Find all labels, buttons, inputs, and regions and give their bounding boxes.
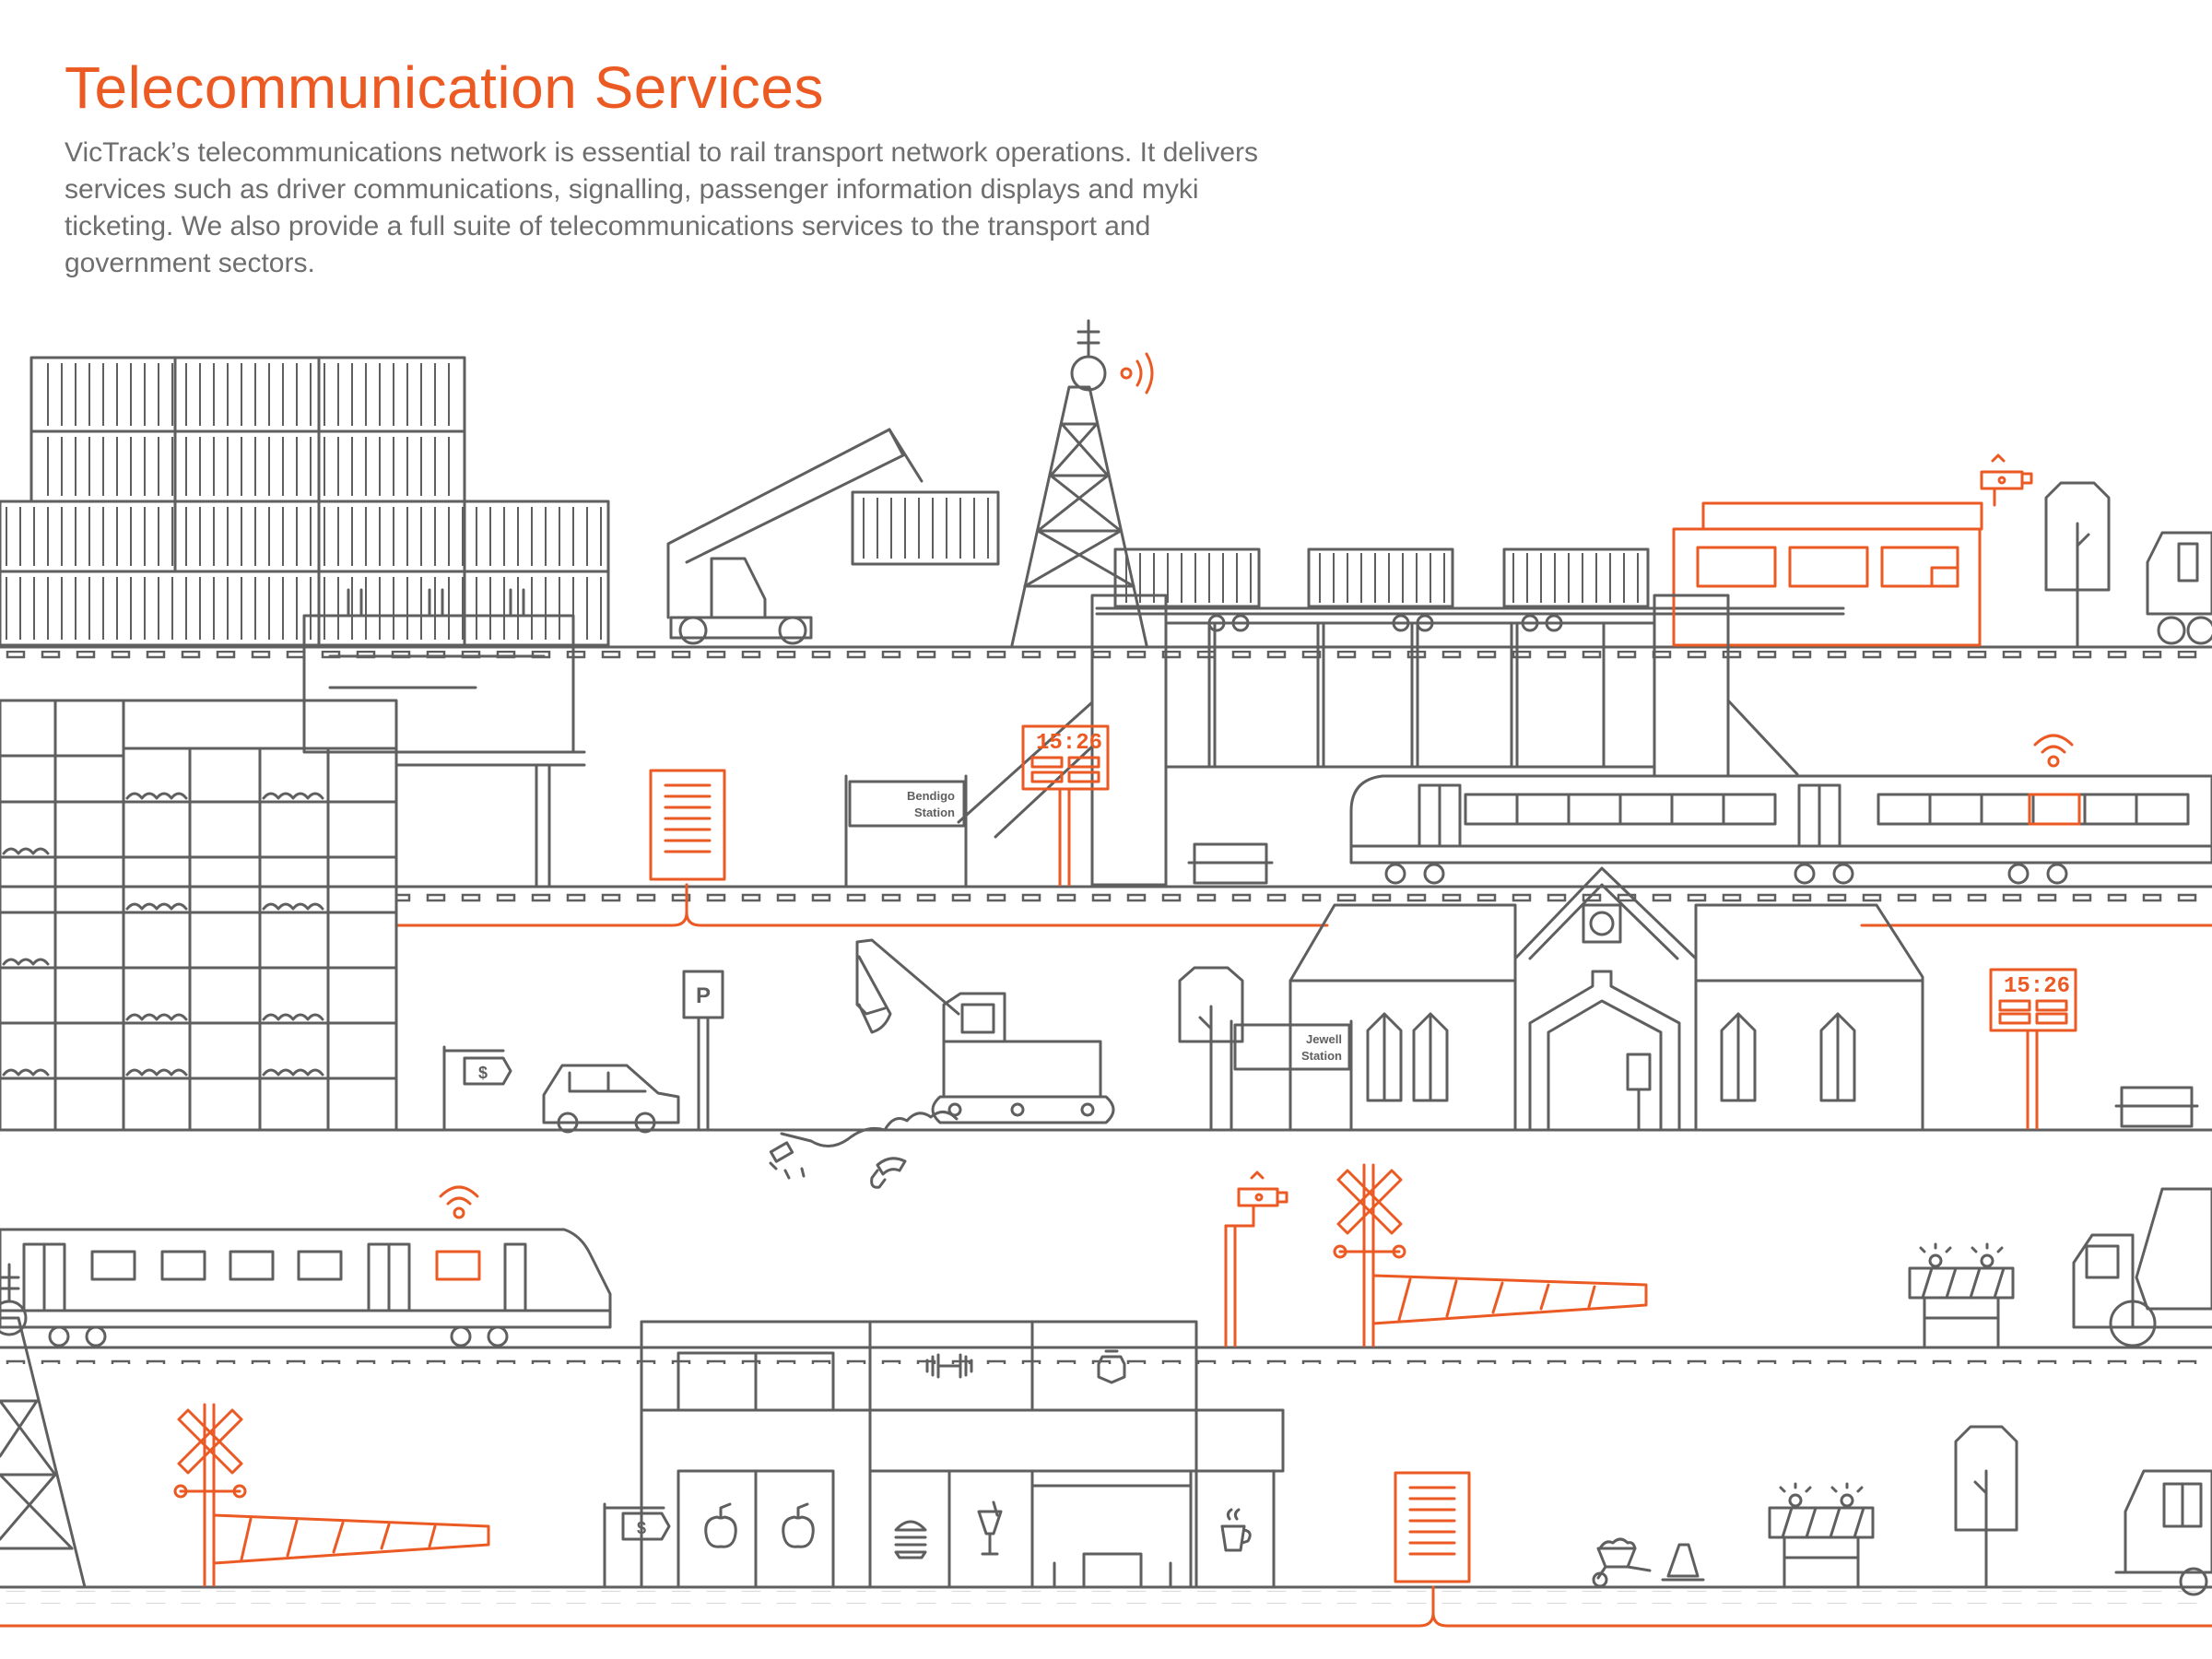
truck-cab: [2146, 531, 2212, 645]
burger-icon: [894, 1520, 927, 1559]
wifi-icon: [2033, 734, 2074, 768]
apartment-building: [0, 699, 398, 1132]
dumbbell-icon: [925, 1353, 973, 1379]
platform-bench: [2114, 1086, 2199, 1128]
road-barrier: [1768, 1482, 1875, 1589]
passenger-train-level-2: [1349, 774, 2212, 885]
wifi-icon: [1120, 352, 1154, 394]
car: [542, 1064, 680, 1134]
shield-icon: [1097, 1349, 1126, 1384]
parking-sign: P: [682, 970, 724, 1132]
level-crossing-icon: [1333, 1163, 1648, 1347]
shopping-centre: [640, 1320, 1285, 1589]
station-sign-jewell-line2: Station: [1301, 1049, 1342, 1063]
intro-paragraph: VicTrack’s telecommunications network is…: [65, 137, 1258, 278]
billboard: [302, 588, 586, 887]
level-crossing-icon: [173, 1403, 490, 1587]
cocktail-icon: [977, 1500, 1003, 1556]
header: Telecommunication Services VicTrack’s te…: [65, 53, 1355, 282]
price-sign: $: [603, 1502, 671, 1589]
passenger-info-display: [1394, 1471, 1471, 1583]
truck-cab: [2114, 1469, 2212, 1596]
station-sign-jewell: Jewell Station: [1230, 1019, 1353, 1132]
price-symbol: $: [478, 1064, 488, 1082]
telecom-cables: [0, 883, 2212, 1628]
price-sign: $: [442, 1045, 512, 1132]
freight-wagons: [1095, 547, 1845, 632]
comms-tower-top: [1010, 319, 1148, 647]
tree: [1954, 1425, 2018, 1589]
platform-bench: [1187, 842, 1274, 885]
parking-symbol: P: [696, 983, 711, 1008]
apple-icon: [782, 1502, 815, 1548]
shipping-container-stack: [0, 356, 610, 647]
overpass-bridge: [957, 594, 1799, 887]
reach-stacker-crane: [666, 428, 1000, 645]
tree: [1178, 966, 1244, 1132]
passenger-info-display: [649, 769, 726, 881]
track-level-2: [0, 885, 2212, 903]
cctv-pole: [1224, 1224, 1255, 1347]
apple-icon: [704, 1502, 737, 1548]
station-sign-bendigo-line2: Station: [914, 806, 955, 819]
cctv-camera-icon: [1980, 453, 2033, 507]
wifi-icon: [439, 1185, 479, 1219]
cctv-camera-icon: [1237, 1171, 1288, 1228]
station-building-jewell: [1288, 866, 1924, 1132]
track-level-1: [0, 645, 2212, 664]
traffic-cone: [1661, 1543, 1705, 1582]
excavator: [855, 938, 1115, 1132]
page-title: Telecommunication Services: [65, 54, 824, 121]
track-level-5: [0, 1585, 2212, 1604]
cement-truck: [2072, 1187, 2212, 1347]
departure-time-board: 15:26: [1989, 968, 2077, 1130]
station-sign-bendigo-line1: Bendigo: [907, 789, 955, 803]
departure-time: 15:26: [2004, 974, 2070, 999]
passenger-train-level-4: [0, 1228, 612, 1347]
tree: [2044, 481, 2111, 647]
departure-time: 15:26: [1036, 731, 1102, 756]
departure-time-board: 15:26: [1021, 724, 1110, 887]
station-sign-jewell-line1: Jewell: [1306, 1032, 1342, 1046]
depot-building: [1672, 501, 1983, 647]
station-sign-bendigo: Bendigo Station: [844, 774, 968, 888]
road-barrier: [1908, 1242, 2015, 1349]
comms-tower-bottom: [0, 1263, 87, 1589]
cable-trench: [769, 1126, 907, 1189]
coffee-icon: [1220, 1508, 1252, 1552]
wheelbarrow: [1592, 1537, 1652, 1588]
